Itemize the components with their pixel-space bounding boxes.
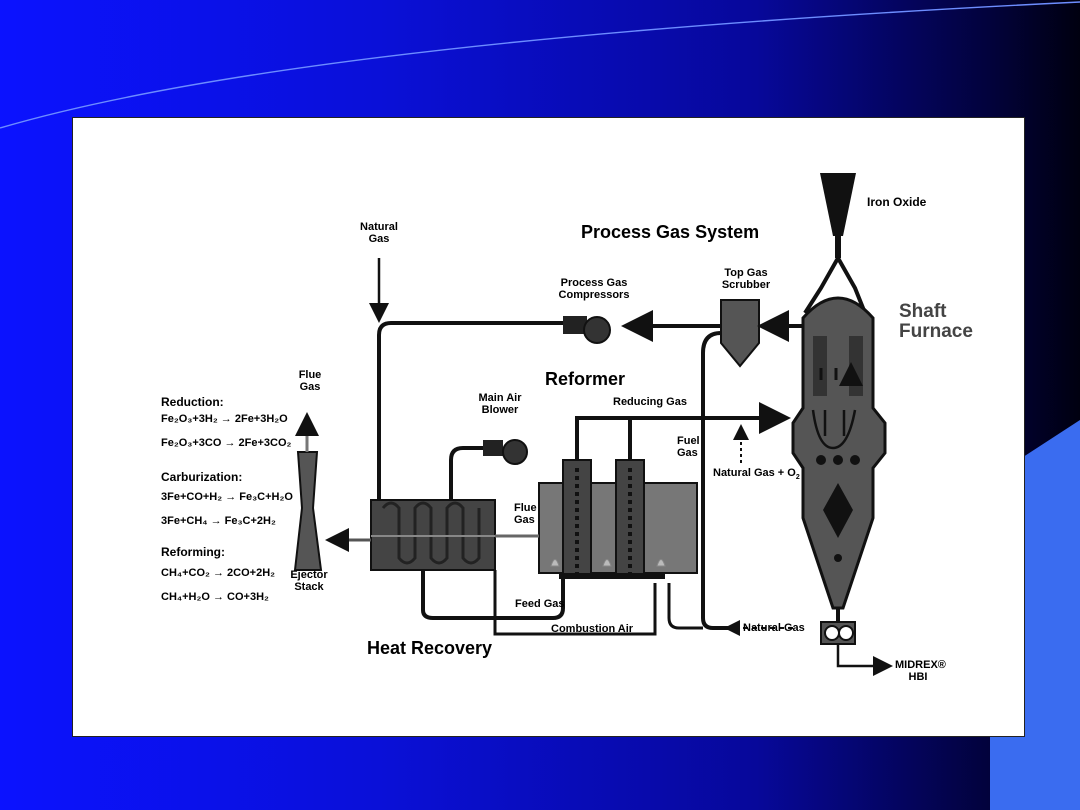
equation-carburization-1: 3Fe+CO+H₂ → Fe₃C+H₂O (161, 491, 293, 503)
shaft-furnace (791, 296, 887, 622)
title-heat-recovery: Heat Recovery (367, 638, 493, 658)
feed-gas-line (421, 570, 565, 620)
label-flue-gas-mid: Flue Gas (514, 502, 537, 526)
title-reformer: Reformer (545, 369, 626, 389)
label-midrex-hbi: MIDREX® HBI (895, 659, 946, 683)
top-gas-scrubber (621, 299, 803, 630)
equation-reforming-2: CH₄+H₂O → CO+3H₂ (161, 591, 269, 603)
main-air-blower (449, 439, 528, 500)
equation-reforming-1: CH₄+CO₂ → 2CO+2H₂ (161, 567, 276, 579)
reducing-gas-line (575, 402, 791, 460)
background-arc (0, 1, 1080, 129)
label-natural-gas-bottom: Natural Gas (743, 622, 805, 634)
heading-reforming: Reforming: (161, 545, 225, 559)
label-main-air-blower: Main Air Blower (478, 392, 522, 416)
combustion-air-line (493, 570, 657, 636)
label-reducing-gas: Reducing Gas (613, 396, 687, 408)
title-process-gas-system: Process Gas System (581, 222, 760, 242)
midrex-process-diagram (293, 173, 893, 676)
label-ejector-stack: Ejector Stack (290, 569, 328, 593)
heading-carburization: Carburization: (161, 470, 243, 484)
fuel-gas-return-line (667, 583, 703, 630)
ejector-stack (293, 412, 323, 571)
label-flue-gas-left: Flue Gas (298, 369, 322, 393)
label-top-gas-scrubber: Top Gas Scrubber (721, 267, 771, 291)
label-natural-gas-o2: Natural Gas + O2 (713, 467, 800, 482)
reformer-box (538, 459, 698, 579)
equation-reduction-2: Fe₂O₃+3CO → 2Fe+3CO₂ (161, 437, 292, 449)
label-iron-oxide: Iron Oxide (867, 195, 927, 209)
process-gas-compressor (377, 316, 611, 510)
title-shaft-furnace: Shaft Furnace (899, 301, 973, 342)
heading-reduction: Reduction: (161, 395, 224, 409)
label-fuel-gas: Fuel Gas (677, 435, 700, 459)
equation-reduction-1: Fe₂O₃+3H₂ → 2Fe+3H₂O (161, 413, 288, 425)
label-process-gas-compressors: Process Gas Compressors (558, 277, 630, 301)
label-natural-gas-top: Natural Gas (360, 221, 398, 245)
iron-oxide-hopper (803, 173, 867, 315)
product-discharge (820, 621, 893, 676)
diagram-panel: Iron Oxide Natural Gas Process Gas Syste… (72, 117, 1025, 737)
label-feed-gas: Feed Gas (515, 598, 565, 610)
label-combustion-air: Combustion Air (551, 623, 634, 635)
equation-carburization-2: 3Fe+CH₄ → Fe₃C+2H₂ (161, 515, 276, 527)
heat-recovery-unit (325, 499, 496, 571)
